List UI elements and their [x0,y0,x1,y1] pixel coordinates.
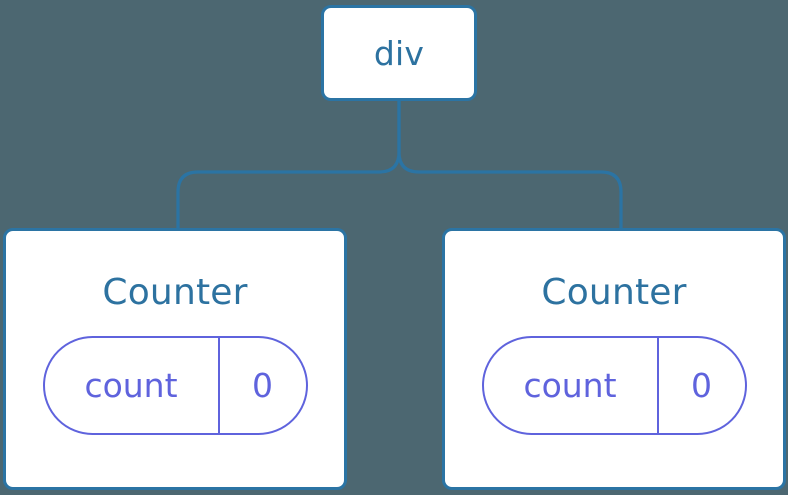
node-counter-right[interactable]: Counter count 0 [442,228,786,490]
node-div-label: div [373,33,425,73]
node-counter-left[interactable]: Counter count 0 [3,228,347,490]
state-pill-right-key: count [523,366,617,405]
node-counter-left-label: Counter [102,272,248,313]
state-pill-right-value: 0 [656,338,745,433]
node-div[interactable]: div [321,5,477,101]
state-pill-left-key: count [84,366,178,405]
state-pill-left[interactable]: count 0 [42,336,308,435]
connector-root-to-right-counter [397,99,623,232]
node-counter-right-label: Counter [541,272,687,313]
state-pill-left-value: 0 [217,338,306,433]
state-pill-right[interactable]: count 0 [481,336,747,435]
connector-root-to-left-counter [176,99,401,232]
